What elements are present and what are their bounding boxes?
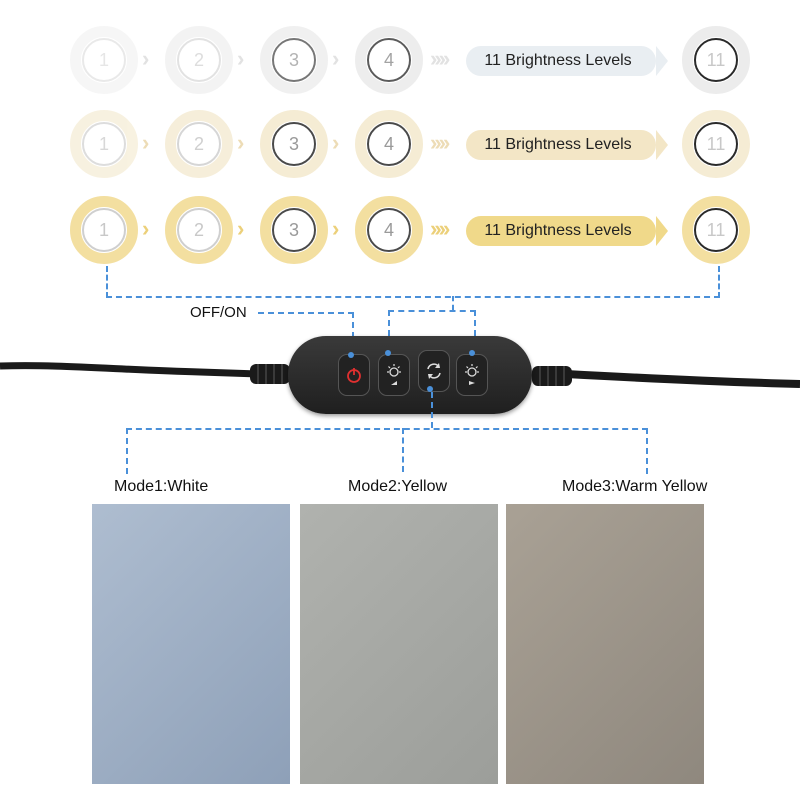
step-arrow: › — [142, 130, 150, 155]
connector-modes — [126, 428, 648, 474]
brightness-levels-pill: 11 Brightness Levels — [466, 46, 668, 76]
multi-step-arrow: ›››› — [430, 130, 450, 155]
brightness-level-number: 2 — [177, 122, 221, 166]
brightness-level-ring-max: 11 — [682, 110, 750, 178]
portrait-photo-warm-yellow — [506, 504, 704, 784]
brightness-level-number: 4 — [367, 208, 411, 252]
brightness-level-number: 11 — [694, 122, 738, 166]
brightness-levels-pill: 11 Brightness Levels — [466, 216, 668, 246]
connector-dot-power — [348, 352, 354, 358]
brightness-level-number: 4 — [367, 122, 411, 166]
mode-switch-button[interactable] — [418, 350, 450, 392]
brightness-level-ring: 1 — [70, 110, 138, 178]
brightness-level-number: 11 — [694, 208, 738, 252]
brightness-level-ring: 4 — [355, 110, 423, 178]
mode1-label: Mode1:White — [114, 478, 209, 495]
mode3-label: Mode3:Warm Yellow — [562, 478, 708, 495]
connector-top-mid — [452, 296, 454, 310]
brightness-level-ring: 2 — [165, 196, 233, 264]
power-button[interactable] — [338, 354, 370, 396]
multi-step-arrow: ›››› — [430, 46, 450, 71]
brightness-level-number: 3 — [272, 38, 316, 82]
brightness-up-button[interactable] — [456, 354, 488, 396]
brightness-level-number: 4 — [367, 38, 411, 82]
off-on-label: OFF/ON — [190, 304, 247, 321]
sun-up-icon — [465, 364, 479, 385]
portrait-photo-yellow — [300, 504, 498, 784]
brightness-row-yellow: 1 › 2 › 3 › 4 ›››› 11 Brightness Levels 11 — [0, 108, 800, 188]
sun-down-icon — [387, 364, 401, 385]
step-arrow: › — [332, 46, 340, 71]
brightness-level-ring-max: 11 — [682, 26, 750, 94]
brightness-level-number: 3 — [272, 122, 316, 166]
brightness-level-ring: 3 — [260, 26, 328, 94]
connector-mode-stem — [431, 392, 433, 428]
step-arrow: › — [332, 130, 340, 155]
brightness-level-ring: 4 — [355, 26, 423, 94]
brightness-level-number: 11 — [694, 38, 738, 82]
brightness-row-warm-yellow: 1 › 2 › 3 › 4 ›››› 11 Brightness Levels 11 — [0, 194, 800, 274]
portrait-photo-white — [92, 504, 290, 784]
brightness-level-number: 2 — [177, 208, 221, 252]
brightness-level-number: 1 — [82, 122, 126, 166]
brightness-level-number: 2 — [177, 38, 221, 82]
connector-brightness — [388, 310, 476, 356]
brightness-level-number: 3 — [272, 208, 316, 252]
connector-power — [258, 312, 354, 358]
step-arrow: › — [237, 46, 245, 71]
brightness-levels-pill: 11 Brightness Levels — [466, 130, 668, 160]
mode2-label: Mode2:Yellow — [348, 478, 448, 495]
connector-dot-mode — [427, 386, 433, 392]
connector-top — [106, 266, 720, 298]
brightness-level-ring: 1 — [70, 26, 138, 94]
brightness-level-ring: 3 — [260, 196, 328, 264]
brightness-level-ring: 2 — [165, 110, 233, 178]
step-arrow: › — [237, 216, 245, 241]
brightness-level-ring: 4 — [355, 196, 423, 264]
brightness-row-white: 1 › 2 › 3 › 4 ›››› 11 Brightness Levels 11 — [0, 24, 800, 104]
brightness-level-ring: 1 — [70, 196, 138, 264]
connector-dot-down — [385, 350, 391, 356]
step-arrow: › — [332, 216, 340, 241]
brightness-level-number: 1 — [82, 208, 126, 252]
step-arrow: › — [237, 130, 245, 155]
step-arrow: › — [142, 216, 150, 241]
power-icon — [347, 368, 361, 383]
brightness-level-ring: 3 — [260, 110, 328, 178]
controller-body — [288, 336, 532, 414]
controller-cable — [0, 362, 800, 388]
brightness-level-ring: 2 — [165, 26, 233, 94]
step-arrow: › — [142, 46, 150, 71]
brightness-level-number: 1 — [82, 38, 126, 82]
connector-dot-up — [469, 350, 475, 356]
brightness-level-ring-max: 11 — [682, 196, 750, 264]
cycle-icon — [427, 363, 441, 379]
multi-step-arrow: ›››› — [430, 216, 450, 241]
brightness-down-button[interactable] — [378, 354, 410, 396]
connector-mode2 — [402, 428, 404, 472]
